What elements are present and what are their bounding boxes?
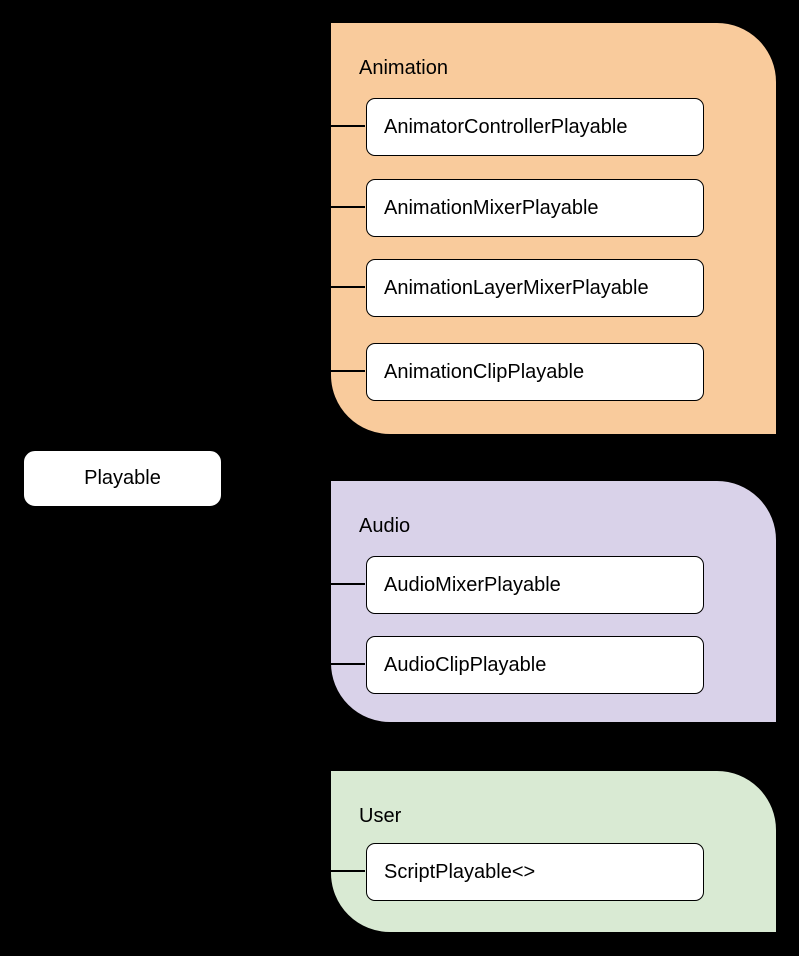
node-label: AnimationLayerMixerPlayable	[384, 276, 649, 299]
group-user-title: User	[359, 805, 402, 827]
node-script-playable: ScriptPlayable<>	[366, 843, 704, 901]
connector-playable-to-animator-controller-playable	[222, 125, 365, 127]
node-label: AnimationClipPlayable	[384, 360, 585, 383]
node-animator-controller-playable: AnimatorControllerPlayable	[366, 98, 704, 156]
node-animation-clip-playable: AnimationClipPlayable	[366, 343, 704, 401]
node-label: ScriptPlayable<>	[384, 860, 536, 883]
node-animation-mixer-playable: AnimationMixerPlayable	[366, 179, 704, 237]
node-audio-clip-playable: AudioClipPlayable	[366, 636, 704, 694]
node-audio-mixer-playable: AudioMixerPlayable	[366, 556, 704, 614]
group-animation-title: Animation	[359, 57, 448, 79]
group-audio: Audio AudioMixerPlayable AudioClipPlayab…	[330, 480, 777, 723]
group-animation: Animation AnimatorControllerPlayable Ani…	[330, 22, 777, 435]
group-user: User ScriptPlayable<>	[330, 770, 777, 933]
connector-playable-to-audio-mixer-playable	[222, 583, 365, 585]
node-label: AnimationMixerPlayable	[384, 196, 599, 219]
node-label: AudioClipPlayable	[384, 653, 547, 676]
connector-playable-to-audio-clip-playable	[222, 663, 365, 665]
connector-playable-to-animation-mixer-playable	[222, 206, 365, 208]
node-playable-label: Playable	[84, 467, 161, 489]
node-label: AudioMixerPlayable	[384, 573, 561, 596]
connector-playable-to-animation-layer-mixer-playable	[222, 286, 365, 288]
connector-playable-to-animation-clip-playable	[222, 370, 365, 372]
node-playable: Playable	[23, 450, 222, 507]
node-animation-layer-mixer-playable: AnimationLayerMixerPlayable	[366, 259, 704, 317]
connector-playable-to-script-playable	[222, 870, 365, 872]
node-label: AnimatorControllerPlayable	[384, 115, 628, 138]
group-audio-title: Audio	[359, 515, 411, 537]
